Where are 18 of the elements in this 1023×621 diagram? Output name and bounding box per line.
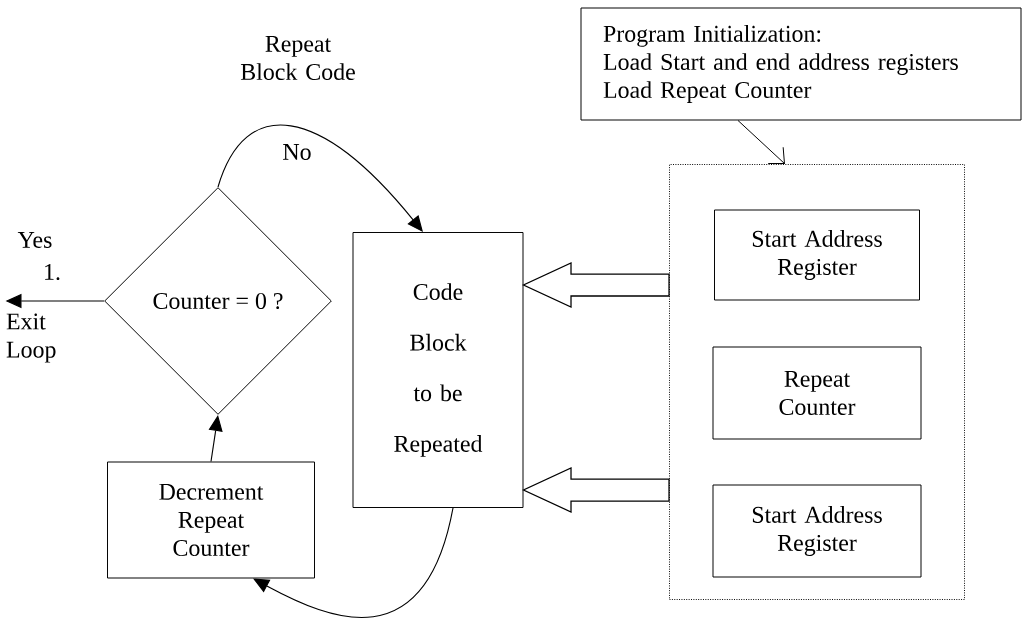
- arrow: [217, 124, 423, 232]
- process-box: Start Address Register: [712, 484, 922, 578]
- arrow: [208, 415, 223, 463]
- arrow: [253, 507, 454, 618]
- process-box: Start Address Register: [714, 209, 920, 301]
- process-box: Repeat Counter: [712, 346, 922, 440]
- exit-label: Exit Loop: [6, 313, 56, 363]
- text-label: Repeat Block Code: [240, 36, 355, 80]
- note-box: Program Initialization: Load Start and end address registers Load Repeat Counter: [580, 7, 1022, 121]
- edge-label: Yes: [16, 230, 54, 250]
- edge-label: No: [281, 142, 313, 162]
- process-box: Decrement Repeat Counter: [107, 461, 315, 579]
- block-arrow: [522, 262, 670, 308]
- arrow: [737, 120, 785, 164]
- process-box: Code Block to be Repeated: [352, 232, 524, 508]
- block-arrow: [522, 467, 670, 513]
- step-number: 1.: [45, 263, 60, 281]
- dotted-group-box: [669, 164, 965, 600]
